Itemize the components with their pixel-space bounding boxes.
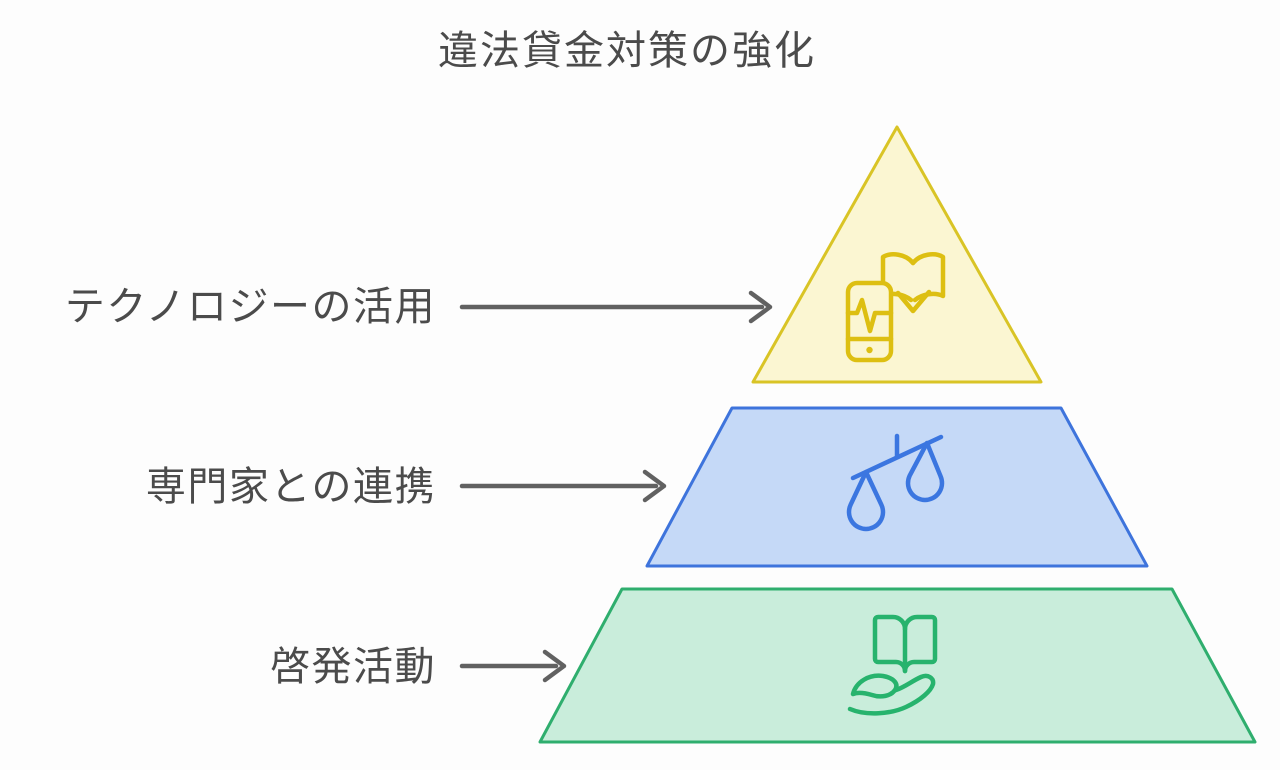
tier-awareness-shape xyxy=(538,587,1257,744)
tier-label-technology: テクノロジーの活用 xyxy=(64,285,436,329)
scales-icon xyxy=(846,433,945,532)
diagram-title: 違法貸金対策の強化 xyxy=(438,29,816,73)
arrow-to-technology-icon xyxy=(459,290,773,324)
arrow-to-awareness-icon xyxy=(459,649,567,683)
book-hand-icon xyxy=(847,614,938,716)
arrow-to-experts-icon xyxy=(459,469,667,503)
phone-pulse-book-icon xyxy=(845,252,946,363)
tier-label-experts: 専門家との連携 xyxy=(145,465,436,509)
tier-label-awareness: 啓発活動 xyxy=(270,645,436,689)
connector-arrows xyxy=(459,290,773,683)
tier-experts-shape xyxy=(645,406,1149,568)
